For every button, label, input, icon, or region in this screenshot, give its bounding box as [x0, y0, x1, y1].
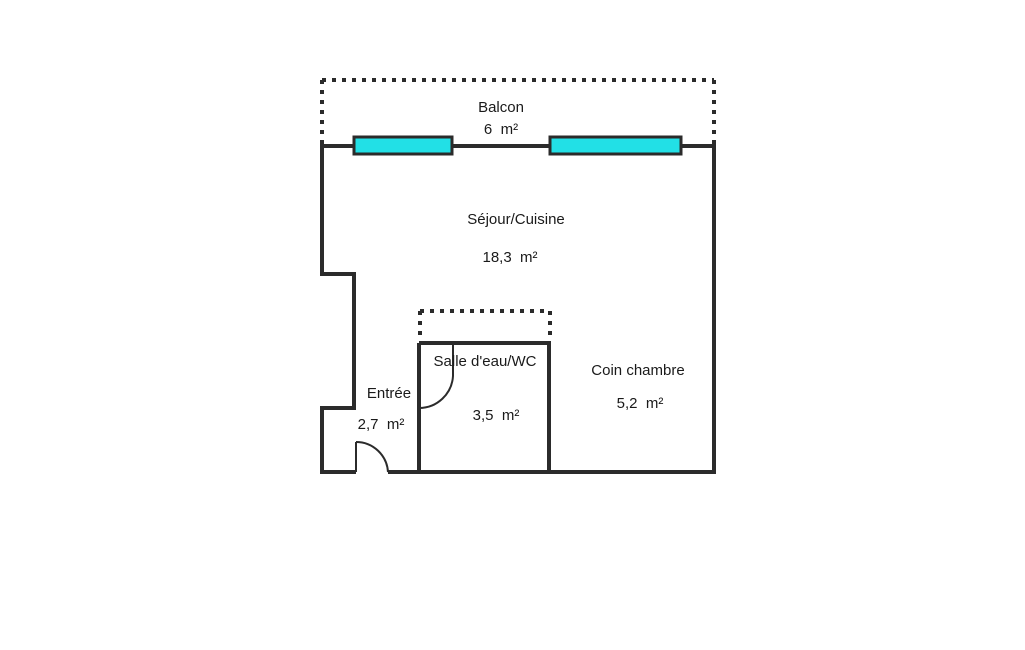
bathroom-door [418, 343, 454, 410]
chambre-area: 5,2 m² [617, 395, 664, 412]
salle-area: 3,5 m² [473, 407, 520, 424]
window-left [352, 135, 454, 156]
entree-name: Entrée [367, 385, 411, 402]
sejour-area: 18,3 m² [482, 249, 537, 266]
bathroom-dotted-outline [418, 309, 552, 340]
balcon-area: 6 m² [484, 121, 518, 138]
sejour-name: Séjour/Cuisine [467, 211, 565, 228]
balcon-name: Balcon [478, 99, 524, 116]
salle-name: Salle d'eau/WC [434, 353, 537, 370]
entree-area: 2,7 m² [358, 416, 405, 433]
window-right [548, 135, 683, 156]
left-wall [320, 146, 356, 474]
balcony-outline [320, 78, 716, 146]
entrance-door [355, 440, 389, 473]
chambre-name: Coin chambre [591, 362, 684, 379]
windows [352, 135, 683, 156]
